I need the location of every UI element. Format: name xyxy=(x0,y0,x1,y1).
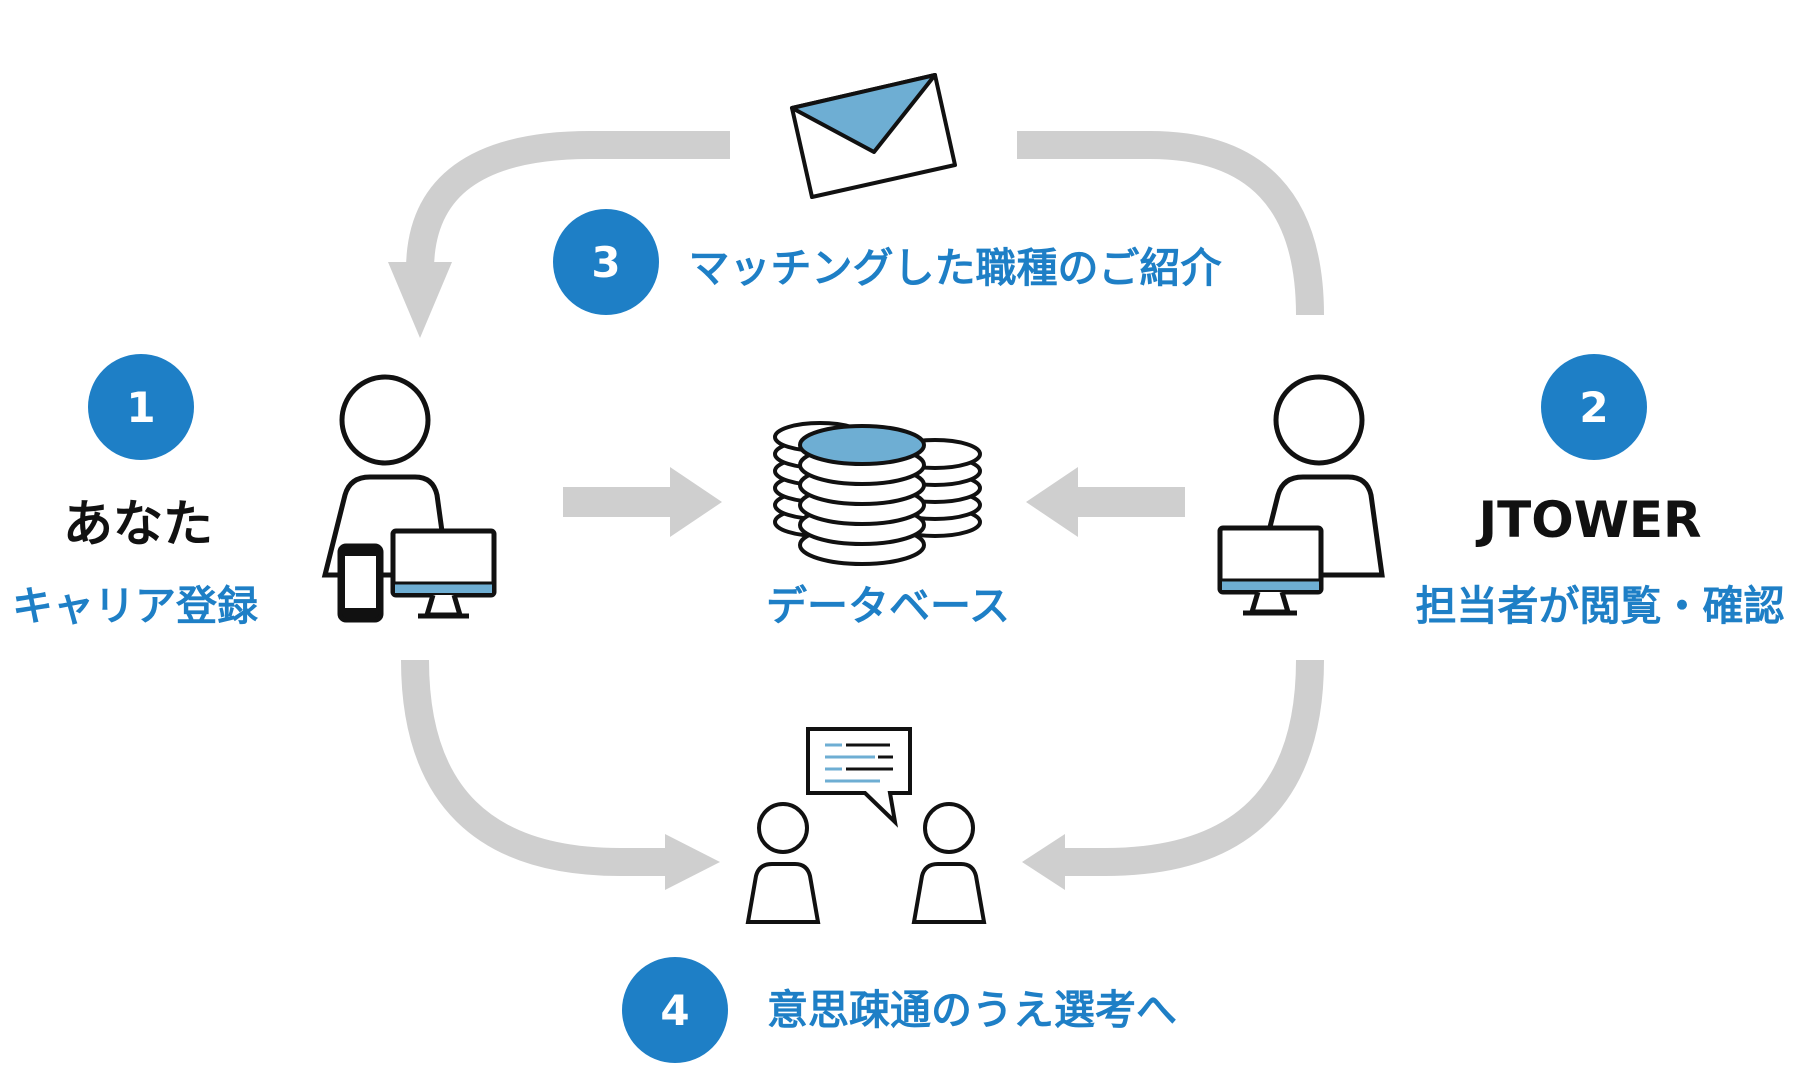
arrow-icon xyxy=(1022,834,1065,890)
step-3-caption: マッチングした職種のご紹介 xyxy=(688,244,1222,292)
arrow-icon xyxy=(406,131,730,271)
arrow-icon xyxy=(401,659,665,876)
database-label: データベース xyxy=(766,582,1010,630)
arrow-icon xyxy=(665,834,720,890)
step-1-caption: キャリア登録 xyxy=(12,582,258,630)
arrow-icon xyxy=(563,467,722,537)
step-2-caption: 担当者が閲覧・確認 xyxy=(1415,582,1785,630)
arrow-icon xyxy=(1065,659,1324,876)
arrow-icon xyxy=(1026,467,1185,537)
person-with-devices-icon xyxy=(321,374,497,623)
step-2-number: 2 xyxy=(1579,383,1608,432)
step-4-badge: 4 xyxy=(622,957,728,1063)
database-icon xyxy=(773,421,982,566)
step-2-title: JTOWER xyxy=(1478,491,1702,549)
step-4-number: 4 xyxy=(660,986,689,1035)
cycle-arrows xyxy=(401,131,1324,876)
step-1-title: あなた xyxy=(63,495,213,553)
arrow-icon xyxy=(388,262,452,338)
arrow-heads xyxy=(388,262,1185,890)
step-2-badge: 2 xyxy=(1541,354,1647,460)
step-4-caption: 意思疎通のうえ選考へ xyxy=(767,986,1177,1034)
envelope-icon xyxy=(790,73,957,199)
person-with-computer-icon xyxy=(1217,374,1385,616)
arrow-icon xyxy=(1017,131,1324,316)
conversation-icon xyxy=(745,727,987,924)
step-1-badge: 1 xyxy=(88,354,194,460)
step-3-number: 3 xyxy=(591,238,620,287)
step-badges: 1 2 3 4 xyxy=(88,209,1647,1063)
step-1-number: 1 xyxy=(126,383,155,432)
step-3-badge: 3 xyxy=(553,209,659,315)
